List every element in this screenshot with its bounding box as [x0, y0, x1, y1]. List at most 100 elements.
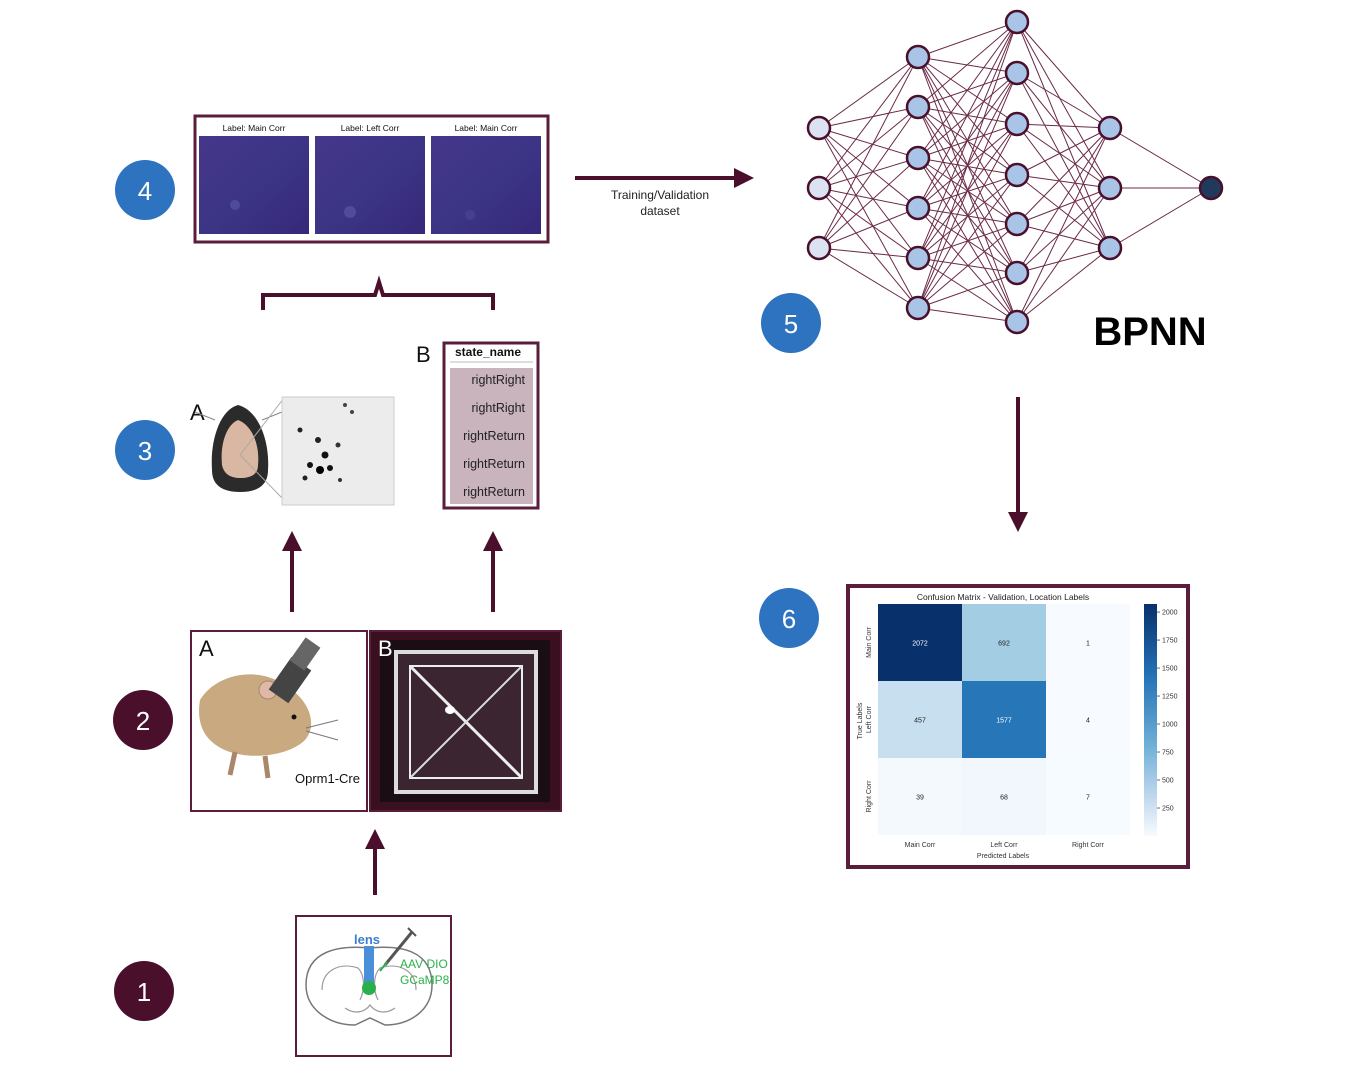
heatmap-cell	[1046, 681, 1130, 758]
network-edge	[1016, 174, 1111, 189]
step-badge-5: 5	[761, 293, 821, 353]
step2-panel-a-letter: A	[199, 636, 214, 661]
network-edge	[818, 127, 919, 209]
x-tick-label: Main Corr	[905, 842, 936, 849]
frame-image-2	[315, 136, 425, 234]
network-edge	[1109, 187, 1212, 249]
state-row-2: rightRight	[472, 401, 526, 415]
network-edge	[917, 72, 1018, 309]
frame-label-1: Label: Main Corr	[223, 123, 286, 133]
hidden-neuron	[1004, 60, 1030, 86]
step-number-4: 4	[138, 176, 152, 206]
syringe-icon	[379, 927, 417, 972]
network-edge	[1016, 123, 1111, 189]
hidden-neuron	[1004, 9, 1030, 35]
network-edge	[917, 21, 1018, 309]
lens-label: lens	[354, 932, 380, 947]
network-edge	[917, 21, 1018, 58]
network-edge	[917, 123, 1018, 309]
step-badge-2: 2	[113, 690, 173, 750]
hidden-neuron	[1097, 115, 1123, 141]
network-edge	[818, 127, 919, 259]
cell-value-label: 1577	[996, 718, 1012, 725]
network-edge	[818, 207, 919, 249]
state-row-4: rightReturn	[463, 457, 525, 471]
step-number-2: 2	[136, 706, 150, 736]
step4-frames-panel: Label: Main Corr Label: Left Corr Label:…	[193, 114, 550, 244]
colorbar-tick-label: 1250	[1162, 694, 1178, 701]
step-number-6: 6	[782, 604, 796, 634]
state-table: state_name rightRight rightRight rightRe…	[442, 341, 540, 510]
hidden-neuron	[905, 245, 931, 271]
frame-label-3: Label: Main Corr	[455, 123, 518, 133]
step2-panel-b-letter: B	[378, 636, 393, 661]
state-table-header: state_name	[455, 345, 521, 359]
step-number-5: 5	[784, 309, 798, 339]
network-edge	[1016, 72, 1111, 189]
state-row-3: rightReturn	[463, 429, 525, 443]
x-axis-label: Predicted Labels	[977, 853, 1030, 860]
step-number-3: 3	[138, 436, 152, 466]
network-edge	[917, 21, 1018, 159]
network-edge	[1016, 247, 1111, 323]
heatmap-cell	[962, 604, 1046, 681]
state-row-1: rightRight	[472, 373, 526, 387]
network-edge	[818, 106, 919, 189]
network-edge	[818, 127, 919, 309]
confusion-matrix-panel: Confusion Matrix - Validation, Location …	[846, 584, 1190, 869]
network-edge	[1016, 223, 1111, 249]
network-edge	[818, 56, 919, 189]
network-edge	[917, 223, 1018, 309]
cell-value-label: 39	[916, 795, 924, 802]
step3-panel-b-letter: B	[416, 342, 431, 367]
colorbar	[1144, 604, 1157, 836]
network-edge	[917, 272, 1018, 309]
hidden-neuron	[1004, 211, 1030, 237]
hidden-neuron	[1097, 235, 1123, 261]
y-tick-label: Right Corr	[866, 780, 873, 813]
mouse-line-label: Oprm1-Cre	[295, 771, 360, 786]
colorbar-tick-label: 2000	[1162, 610, 1178, 617]
network-edge	[818, 56, 919, 249]
network-edge	[1016, 247, 1111, 274]
arrow-label-line2: dataset	[640, 204, 680, 218]
heatmap-cell	[962, 758, 1046, 835]
hidden-neuron	[1004, 309, 1030, 335]
network-edge	[818, 56, 919, 129]
cell-value-label: 7	[1086, 795, 1090, 802]
input-neuron	[806, 175, 832, 201]
bracket	[261, 275, 495, 310]
cell-value-label: 4	[1086, 718, 1090, 725]
network-edge	[917, 106, 1018, 323]
colorbar-tick-label: 1500	[1162, 666, 1178, 673]
x-tick-label: Right Corr	[1072, 842, 1105, 849]
colorbar-tick-label: 500	[1162, 778, 1174, 785]
step1-panel: lens AAV DIO GCaMP8	[295, 915, 452, 1057]
network-edge	[1016, 127, 1111, 323]
network-edge	[917, 307, 1018, 323]
input-neuron	[806, 115, 832, 141]
cell-value-label: 692	[998, 641, 1010, 648]
network-title: BPNN	[1093, 310, 1206, 354]
hidden-neuron	[1004, 111, 1030, 137]
network-edge	[1016, 21, 1111, 189]
injection-site	[362, 981, 376, 995]
virus-label-line1: AAV DIO	[400, 957, 448, 971]
cell-value-label: 457	[914, 718, 926, 725]
network-edge	[917, 21, 1018, 259]
colorbar-tick-label: 1750	[1162, 638, 1178, 645]
lens-illustration	[364, 946, 374, 984]
network-edge	[1016, 123, 1111, 129]
network-edge	[1016, 123, 1111, 249]
step2-panel-a: A Oprm1-Cre	[190, 630, 368, 812]
cell-value-label: 68	[1000, 795, 1008, 802]
mouse-with-microscope-illustration	[199, 637, 339, 779]
network-edge	[818, 187, 919, 259]
chart-title: Confusion Matrix - Validation, Location …	[917, 592, 1089, 602]
network-edge	[818, 247, 919, 309]
network-edge	[917, 21, 1018, 209]
network-edges	[818, 21, 1212, 323]
x-tick-label: Left Corr	[990, 842, 1018, 849]
